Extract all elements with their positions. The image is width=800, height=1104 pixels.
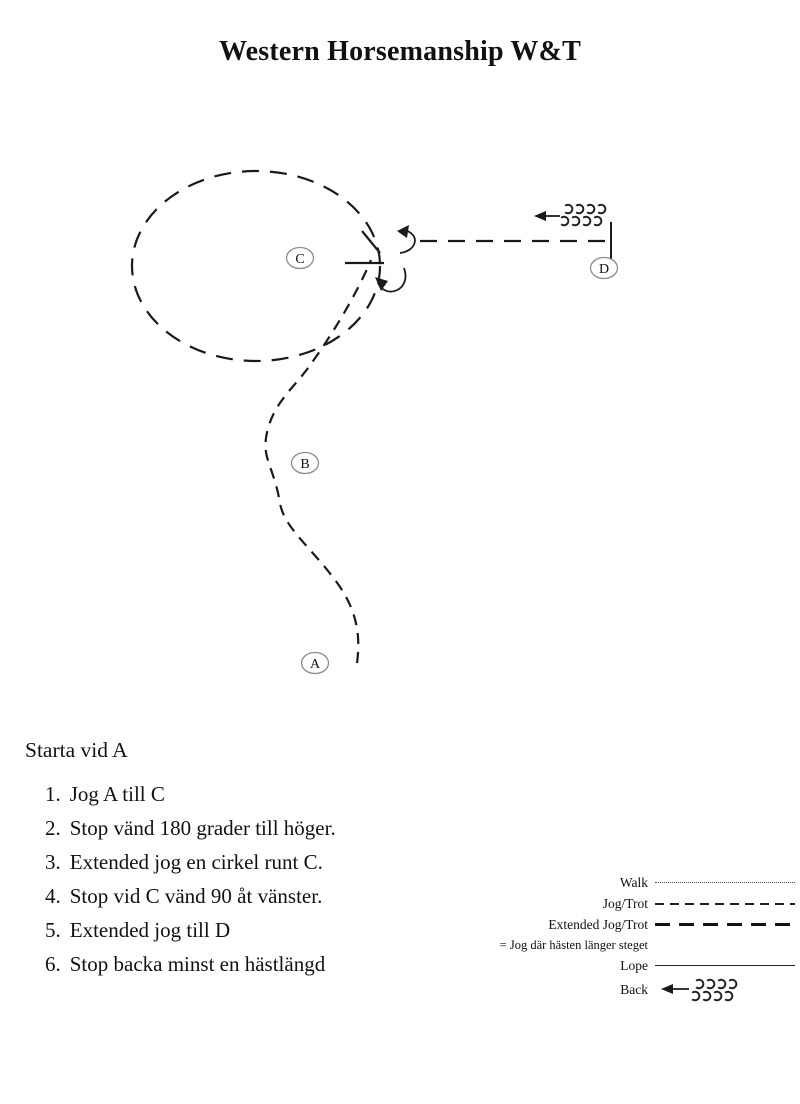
jog-line-sample xyxy=(655,902,795,905)
legend-row-lope: Lope xyxy=(452,955,797,976)
page-title: Western Horsemanship W&T xyxy=(218,36,582,67)
legend-label-extended: Extended Jog/Trot xyxy=(548,916,648,932)
marker-b: B xyxy=(290,451,320,475)
instruction-text: Stop vid C vänd 90 åt vänster. xyxy=(69,884,323,908)
instruction-text: Extended jog en cirkel runt C. xyxy=(69,850,323,874)
stop-mark-tick xyxy=(361,230,381,254)
marker-b-label: B xyxy=(300,457,309,472)
lope-line-sample xyxy=(655,964,795,967)
instruction-number: 1. xyxy=(45,782,61,806)
instructions-block: Starta vid A 1. Jog A till C 2. Stop vänd … xyxy=(25,738,495,981)
instruction-item: 1. Jog A till C xyxy=(45,777,495,811)
instruction-item: 5. Extended jog till D xyxy=(45,913,495,947)
instruction-number: 3. xyxy=(45,850,61,874)
legend-row-extended: Extended Jog/Trot xyxy=(452,914,797,935)
legend-label-back: Back xyxy=(620,982,648,997)
jog-path-a-to-c xyxy=(264,259,373,664)
instruction-text: Extended jog till D xyxy=(69,918,231,942)
instruction-number: 6. xyxy=(45,952,61,976)
instruction-item: 4. Stop vid C vänd 90 åt vänster. xyxy=(45,879,495,913)
legend-label-lope: Lope xyxy=(620,957,648,973)
instruction-number: 4. xyxy=(45,884,61,908)
instruction-text: Stop vänd 180 grader till höger. xyxy=(69,816,336,840)
legend-label-walk: Walk xyxy=(619,874,648,890)
gait-legend: Walk Jog/Trot Extended Jog/Trot = Jog dä… xyxy=(452,872,797,1004)
legend-label-jog: Jog/Trot xyxy=(602,895,648,911)
marker-a: A xyxy=(300,651,330,675)
marker-a-label: A xyxy=(310,657,321,672)
marker-c: C xyxy=(285,246,315,270)
pattern-diagram: C D B A xyxy=(130,169,619,675)
turn-180-arrow-icon xyxy=(397,225,416,254)
legend-row-walk: Walk xyxy=(452,872,797,893)
instruction-text: Jog A till C xyxy=(69,782,165,806)
marker-d: D xyxy=(589,256,619,280)
legend-row-jog: Jog/Trot xyxy=(452,893,797,914)
turn-90-arrow-icon xyxy=(375,267,407,293)
legend-row-back: Back xyxy=(452,976,797,1004)
back-symbol-sample xyxy=(661,978,738,1002)
back-arrow-icon xyxy=(534,211,560,221)
marker-c-label: C xyxy=(295,252,304,267)
instruction-item: 2. Stop vänd 180 grader till höger. xyxy=(45,811,495,845)
marker-d-label: D xyxy=(599,262,609,277)
walk-line-sample xyxy=(655,882,795,883)
back-marks-icon xyxy=(560,203,607,227)
extended-jog-circle-path xyxy=(130,169,382,363)
legend-row-note: = Jog där hästen länger steget xyxy=(452,935,797,955)
instructions-list: 1. Jog A till C 2. Stop vänd 180 grader ti… xyxy=(25,777,495,981)
instruction-item: 6. Stop backa minst en hästlängd xyxy=(45,947,495,981)
instruction-text: Stop backa minst en hästlängd xyxy=(69,952,326,976)
instruction-item: 3. Extended jog en cirkel runt C. xyxy=(45,845,495,879)
back-arrow-icon xyxy=(661,984,689,994)
legend-note-text: = Jog där hästen länger steget xyxy=(499,937,648,952)
instruction-number: 5. xyxy=(45,918,61,942)
back-marks-icon xyxy=(691,978,738,1002)
extended-line-sample xyxy=(655,923,795,926)
instructions-heading: Starta vid A xyxy=(25,738,128,762)
instruction-number: 2. xyxy=(45,816,61,840)
